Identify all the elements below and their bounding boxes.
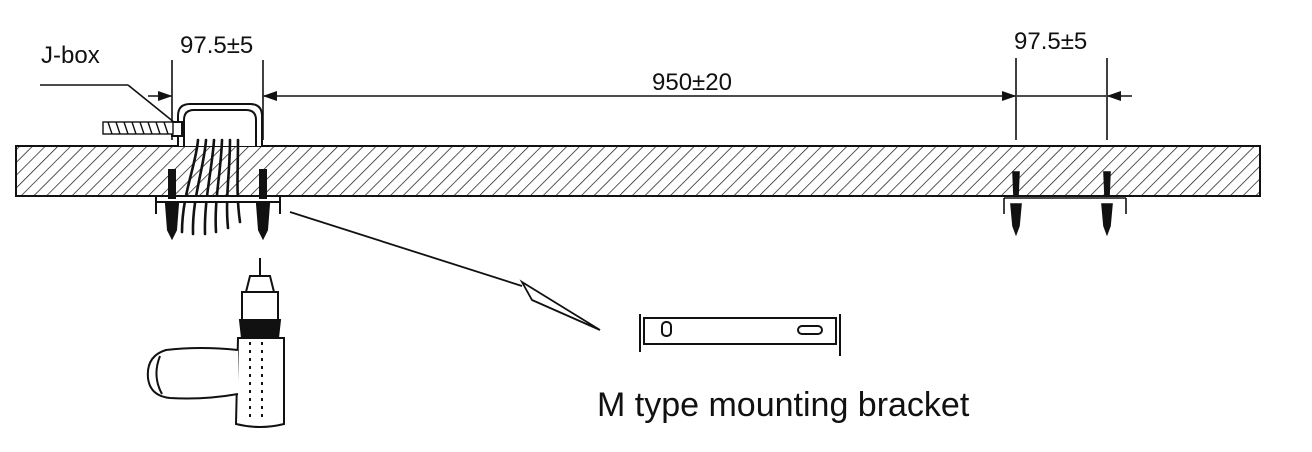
wires — [180, 138, 242, 236]
ceiling-board — [15, 145, 1261, 197]
dimension-center-label: 950±20 — [652, 69, 732, 96]
power-drill-icon — [146, 258, 285, 428]
dimension-right-label: 97.5±5 — [1014, 28, 1088, 55]
bracket-caption: M type mounting bracket — [597, 386, 970, 424]
dimension-left-label: 97.5±5 — [180, 32, 254, 59]
left-bracket — [155, 169, 281, 241]
extension-lines — [171, 58, 1108, 140]
jbox-label: J-box — [41, 42, 100, 69]
junction-box — [171, 103, 263, 146]
right-bracket — [1003, 171, 1127, 237]
jbox-leader — [40, 84, 181, 128]
cable-gland — [102, 121, 174, 135]
detail-pointer-arrow — [289, 211, 601, 331]
m-type-bracket-icon — [639, 314, 841, 356]
